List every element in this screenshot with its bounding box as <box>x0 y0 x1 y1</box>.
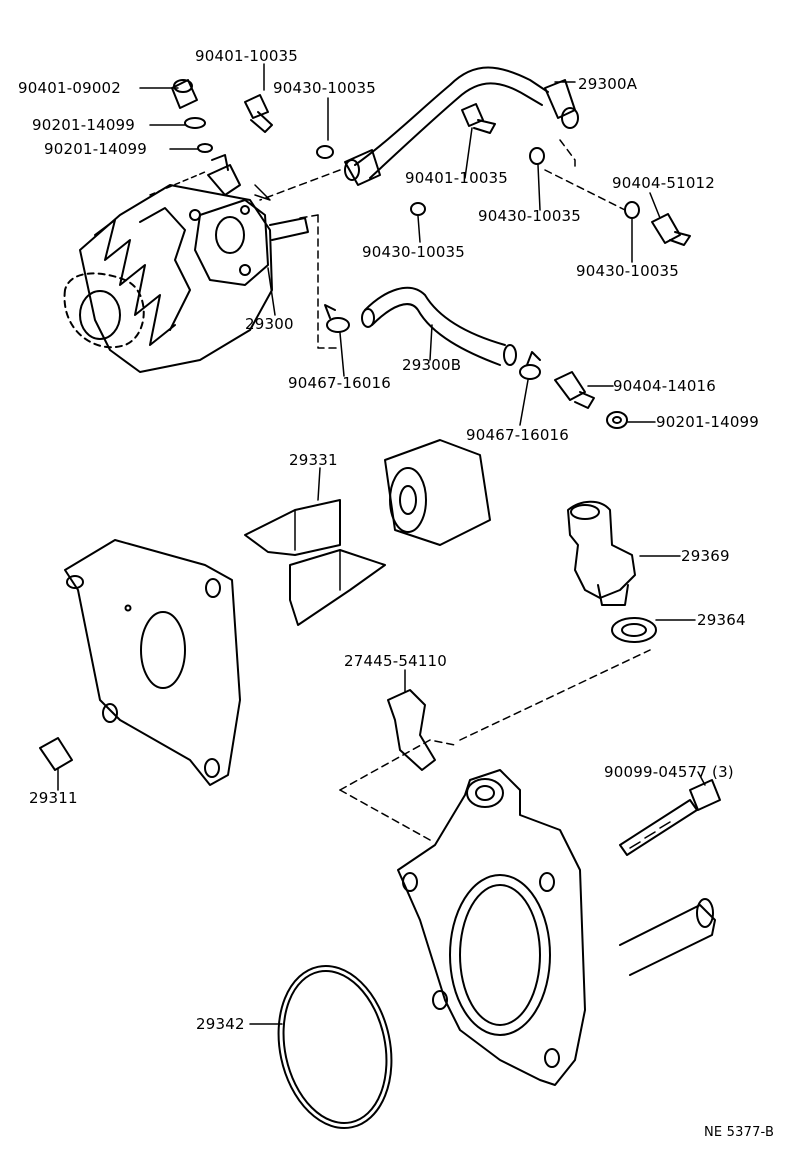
pump-housing <box>397 769 716 1086</box>
callout-label: 90401-09002 <box>18 79 122 97</box>
callout-label: 29300A <box>578 75 638 93</box>
callout-label: 90201-14099 <box>44 140 148 158</box>
callout-label: 90404-14016 <box>613 377 717 395</box>
callout-label: 29342 <box>196 1015 245 1033</box>
callout-label: 29364 <box>697 611 746 629</box>
assembly-guide-lines <box>259 139 651 841</box>
callout-label: 90430-10035 <box>273 79 377 97</box>
drawing-code: NE 5377-B <box>704 1125 775 1140</box>
fittings-upper <box>171 79 691 429</box>
vacuum-hose-upper <box>344 66 579 186</box>
bracket <box>387 689 436 771</box>
hose-clamps <box>324 304 541 380</box>
callout-label: 90430-10035 <box>362 243 466 261</box>
callout-label: 90430-10035 <box>576 262 680 280</box>
callout-label: 90099-04577 (3) <box>604 763 734 781</box>
callout-label: 29300 <box>245 315 294 333</box>
callout-label: 29331 <box>289 451 338 469</box>
callout-label: 90201-14099 <box>32 116 136 134</box>
check-valve <box>567 500 657 643</box>
callout-label: 27445-54110 <box>344 652 448 670</box>
callout-label: 90467-16016 <box>288 374 392 392</box>
rotor-and-vanes <box>244 439 491 626</box>
dowel-pin <box>39 737 73 771</box>
callout-label: 90201-14099 <box>656 413 760 431</box>
o-ring <box>277 964 393 1130</box>
bolt <box>619 779 721 856</box>
callout-label: 90401-10035 <box>405 169 509 187</box>
callout-label: 29300B <box>402 356 462 374</box>
pump-cover-plate <box>64 539 241 786</box>
vacuum-hose-lower <box>361 286 517 366</box>
callout-label: 29369 <box>681 547 730 565</box>
leader-lines <box>57 63 706 1025</box>
callout-label: 90404-51012 <box>612 174 716 192</box>
callout-label: 29311 <box>29 789 78 807</box>
alternator-pump-assembly <box>63 154 309 373</box>
callout-label: 90467-16016 <box>466 426 570 444</box>
callout-label: 90430-10035 <box>478 207 582 225</box>
callout-label: 90401-10035 <box>195 47 299 65</box>
